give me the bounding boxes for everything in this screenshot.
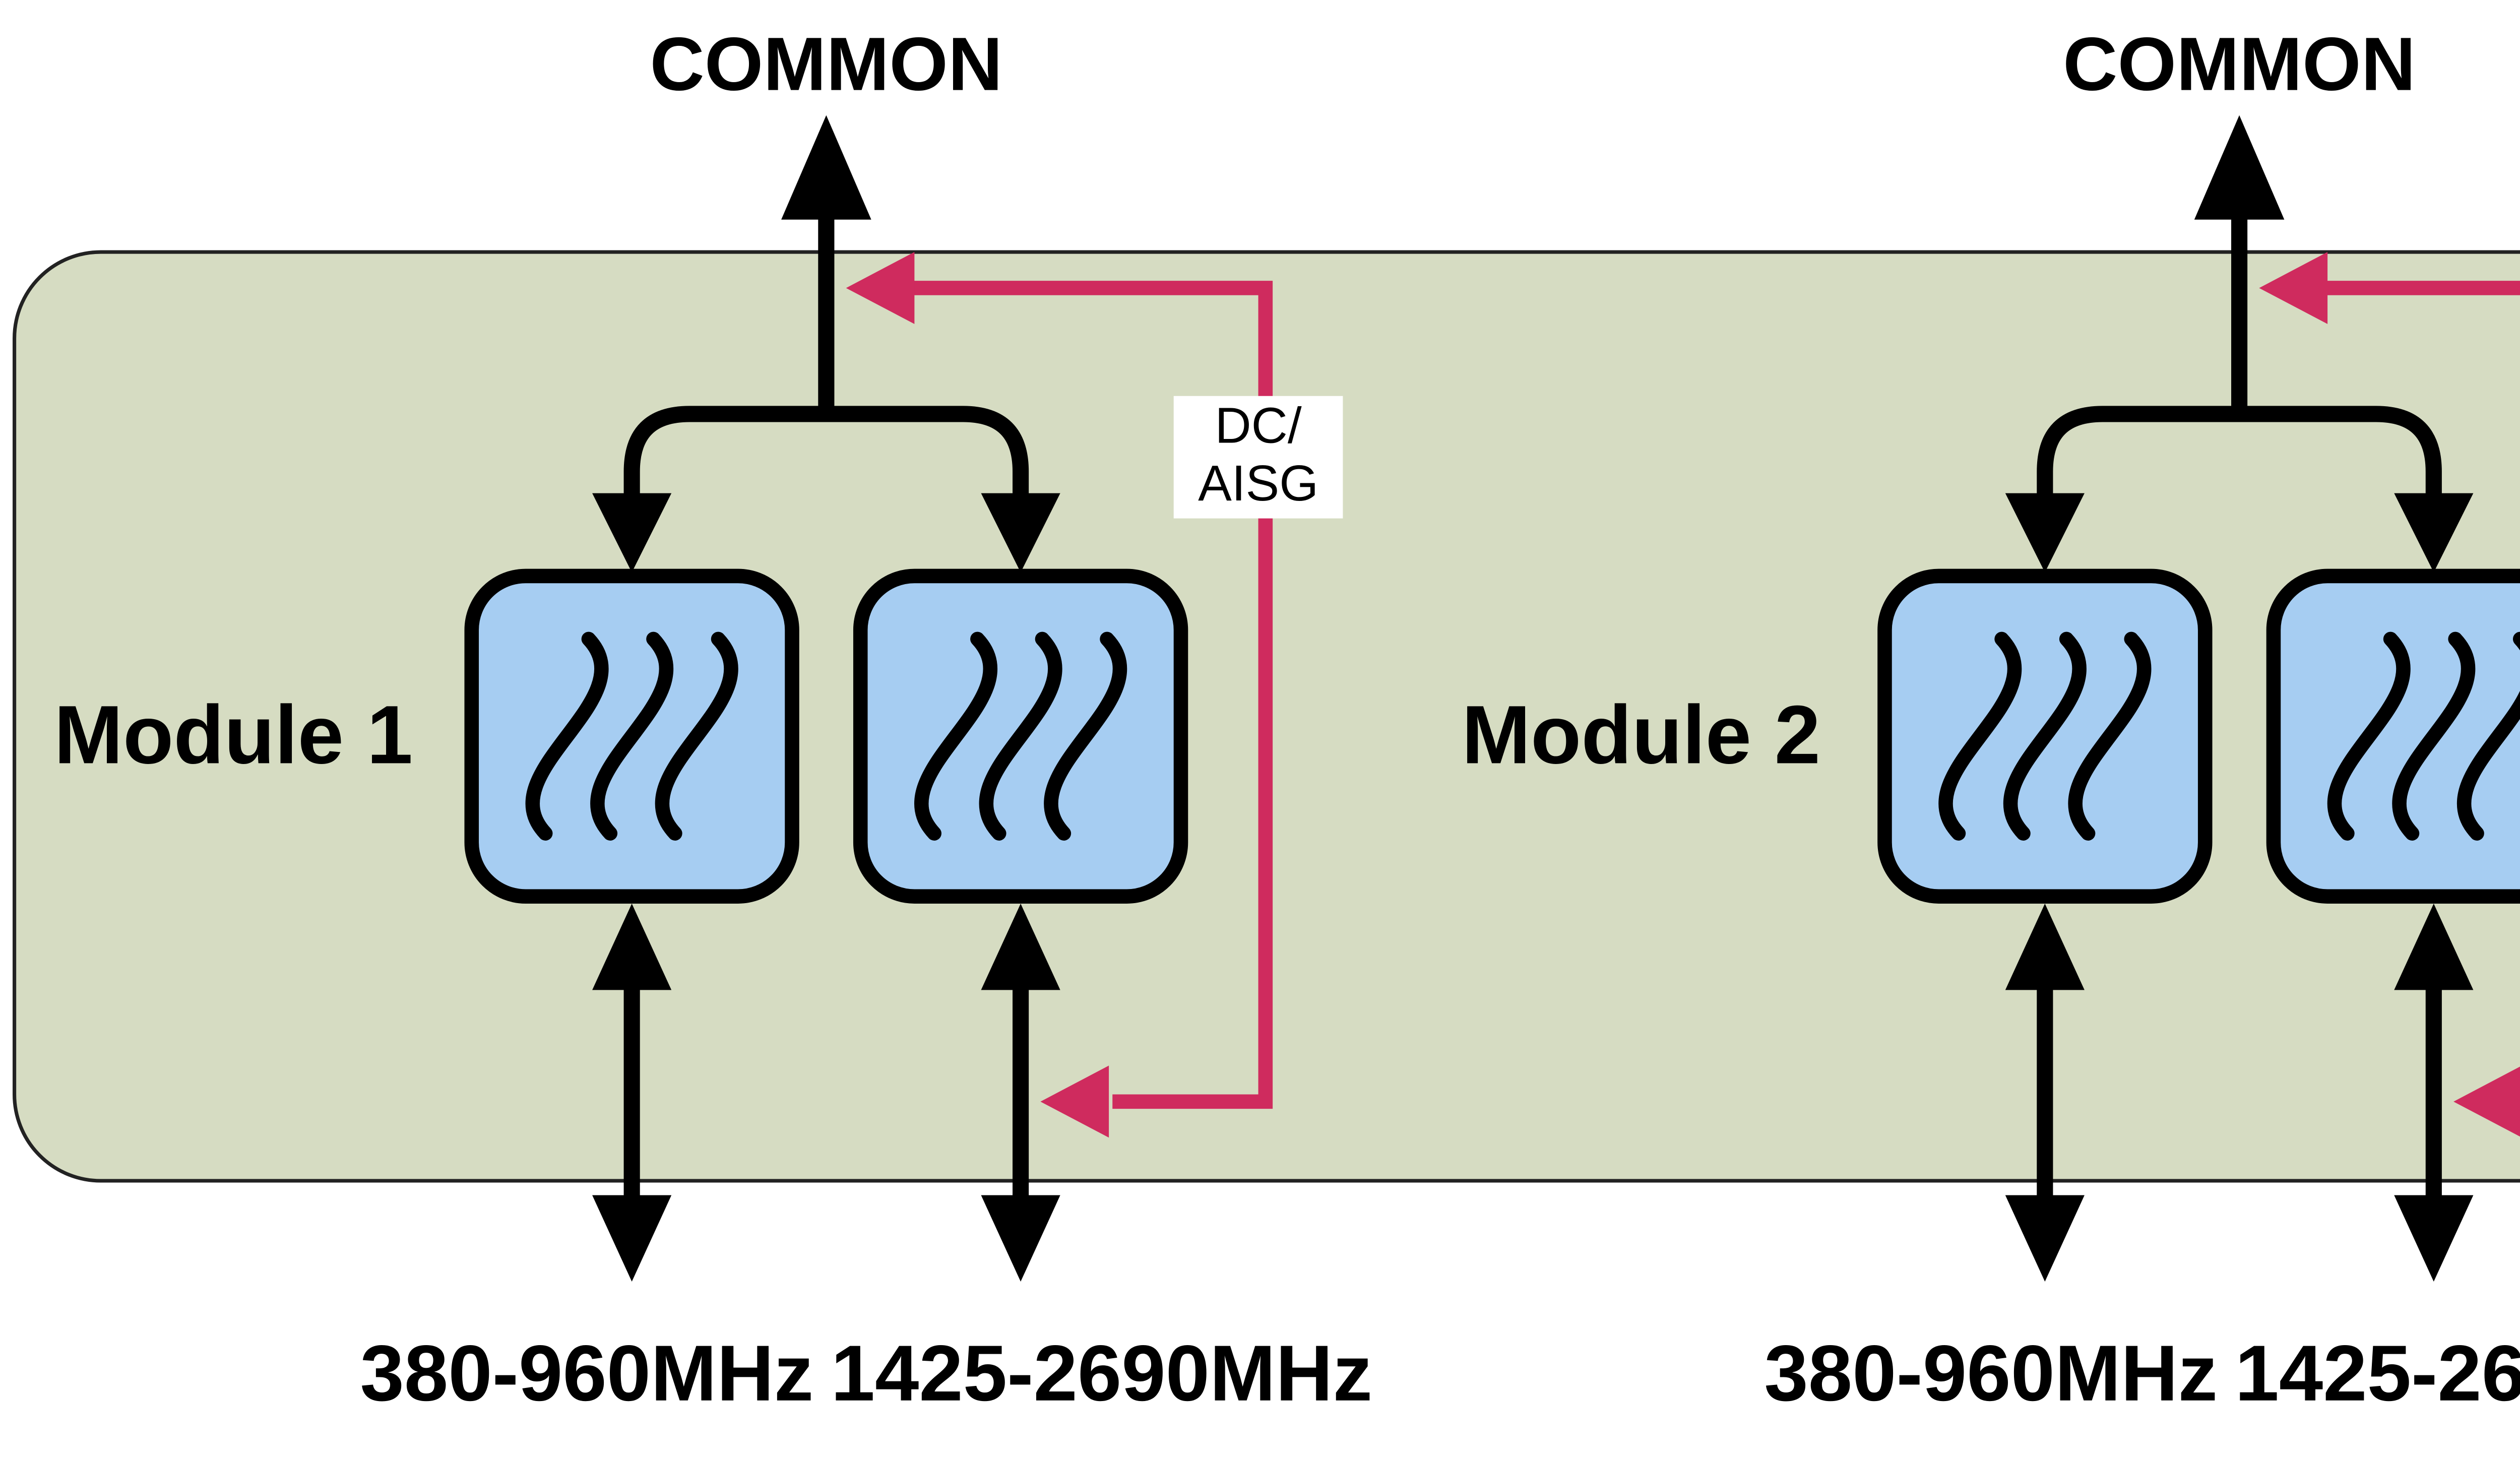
- port-arrowhead-high-up-icon: [981, 903, 1060, 990]
- port-arrowhead-high-up-icon: [2394, 903, 2474, 990]
- dc-aisg-label-box: [1173, 396, 1343, 519]
- dc-aisg-line: [911, 281, 1273, 1109]
- module-2-group: COMMON DC/ AISG 380-960MHz 1425-2690MHz …: [1462, 22, 2520, 1418]
- branch-arrowhead-low-icon: [592, 493, 672, 573]
- port-arrowhead-low-up-icon: [592, 903, 672, 990]
- module-title: Module 1: [54, 688, 413, 781]
- port-label-high: 1425-2690MHz: [831, 1329, 1372, 1418]
- branch-arrowhead-low-icon: [2005, 493, 2085, 573]
- port-arrowhead-low-up-icon: [2005, 903, 2085, 990]
- dc-aisg-arrowhead-top-icon: [846, 252, 915, 324]
- branch-arrowhead-high-icon: [981, 493, 1060, 573]
- module-1-group: COMMON DC/ AISG 380-960MHz 1425-2690MHz …: [54, 22, 1372, 1418]
- dc-aisg-arrowhead-bottom-icon: [2453, 1066, 2520, 1137]
- port-label-low: 380-960MHz: [1764, 1329, 2218, 1418]
- splitter-line: [623, 406, 1029, 508]
- branch-arrowhead-high-icon: [2394, 493, 2474, 573]
- dc-aisg-line: [2323, 281, 2520, 295]
- common-port-label: COMMON: [2063, 22, 2416, 106]
- filter-box-high: [2266, 568, 2520, 904]
- dc-aisg-label-line2: AISG: [1198, 455, 1318, 512]
- dc-aisg-label-line1: DC/: [1215, 398, 1301, 454]
- port-arrowhead-high-down-icon: [2394, 1195, 2474, 1282]
- module-title: Module 2: [1462, 688, 1820, 781]
- common-port-label: COMMON: [650, 22, 1002, 106]
- common-arrowhead-up-icon: [2194, 115, 2285, 220]
- port-arrowhead-low-down-icon: [592, 1195, 672, 1282]
- port-label-high: 1425-2690MHz: [2235, 1329, 2520, 1418]
- port-label-low: 380-960MHz: [360, 1329, 814, 1418]
- dc-aisg-arrowhead-top-icon: [2259, 252, 2328, 324]
- port-arrowhead-low-down-icon: [2005, 1195, 2085, 1282]
- splitter-line: [2037, 406, 2442, 508]
- dc-aisg-arrowhead-bottom-icon: [1040, 1065, 1109, 1138]
- port-arrowhead-high-down-icon: [981, 1195, 1060, 1282]
- common-arrowhead-up-icon: [781, 115, 871, 220]
